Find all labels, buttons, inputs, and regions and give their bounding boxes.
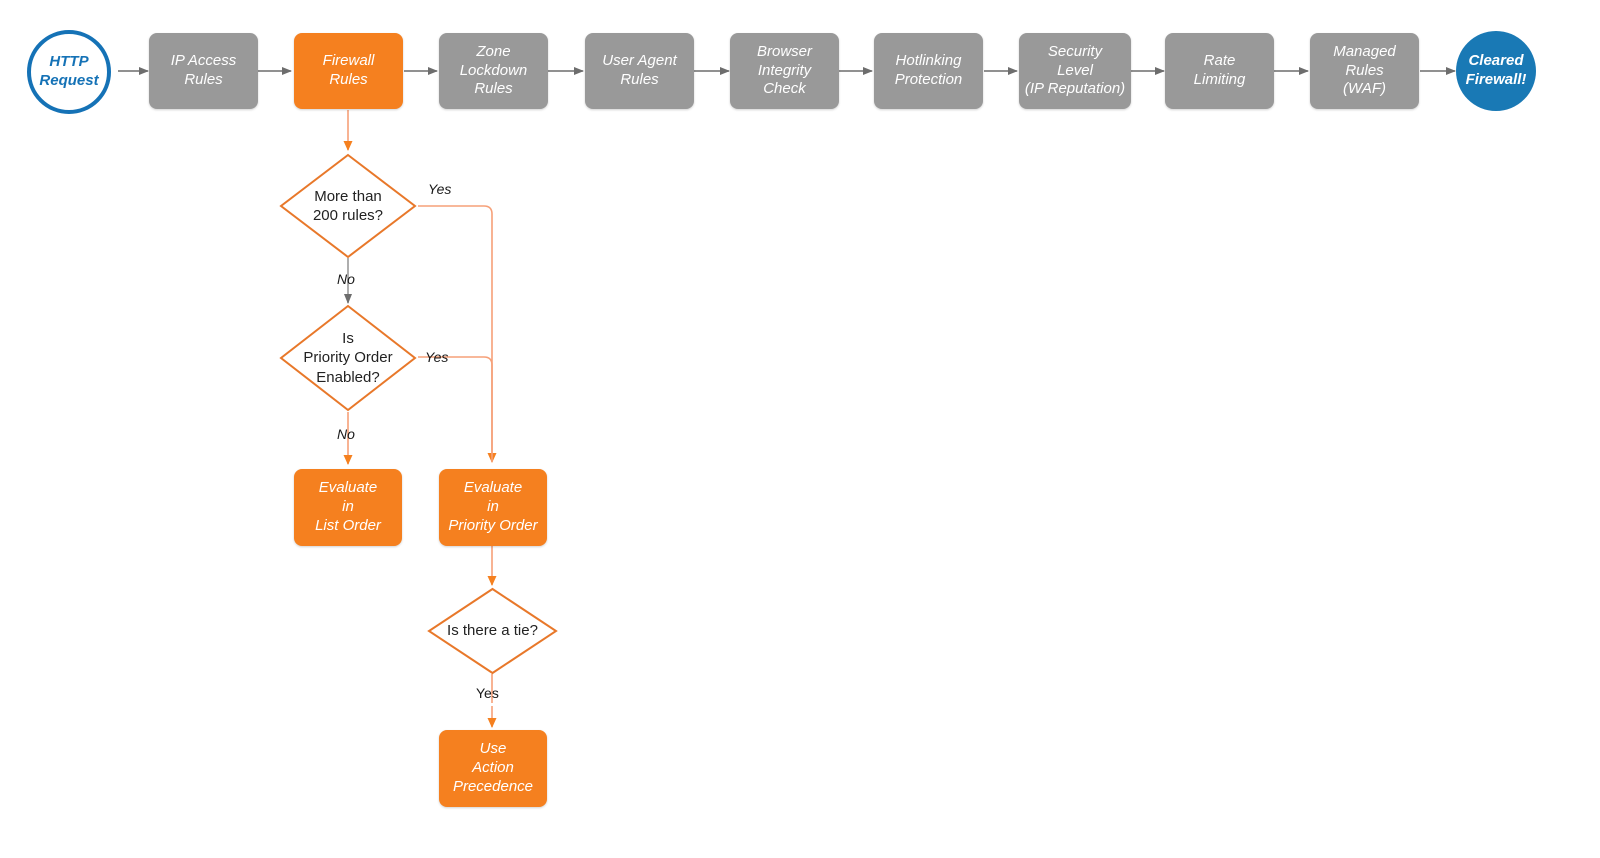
edge-label-d2-yes: Yes bbox=[425, 349, 449, 365]
node-hotlinking-protection[interactable]: Hotlinking Protection bbox=[874, 33, 983, 109]
node-label: Zone Lockdown Rules bbox=[459, 42, 528, 98]
node-label: Firewall Rules bbox=[322, 52, 375, 88]
node-label: Managed Rules (WAF) bbox=[1333, 42, 1396, 98]
node-ip-access-rules[interactable]: IP Access Rules bbox=[149, 33, 258, 109]
node-label: User Agent Rules bbox=[602, 52, 677, 88]
decision-is-there-a-tie[interactable]: Is there a tie? bbox=[427, 587, 558, 675]
diamond-shape bbox=[427, 587, 558, 675]
node-label: Browser Integrity Check bbox=[756, 42, 812, 98]
node-zone-lockdown-rules[interactable]: Zone Lockdown Rules bbox=[439, 33, 548, 109]
diamond-shape bbox=[279, 153, 417, 259]
decision-label: Is Priority Order Enabled? bbox=[303, 330, 393, 386]
node-label: IP Access Rules bbox=[170, 52, 237, 88]
diamond-shape bbox=[279, 304, 417, 412]
node-label: Evaluate in Priority Order bbox=[448, 479, 538, 534]
edge-label-d2-no: No bbox=[337, 426, 355, 442]
node-firewall-rules[interactable]: Firewall Rules bbox=[294, 33, 403, 109]
node-browser-integrity-check[interactable]: Browser Integrity Check bbox=[730, 33, 839, 109]
edge-label-d1-yes: Yes bbox=[428, 181, 452, 197]
decision-more-than-200-rules[interactable]: More than 200 rules? bbox=[278, 152, 418, 260]
node-http-request[interactable]: HTTP Request bbox=[27, 30, 111, 114]
node-evaluate-in-priority-order[interactable]: Evaluate in Priority Order bbox=[439, 469, 547, 546]
node-label: Cleared Firewall! bbox=[1465, 52, 1527, 88]
decision-is-priority-order-enabled[interactable]: Is Priority Order Enabled? bbox=[278, 303, 418, 413]
decision-label: Is there a tie? bbox=[447, 622, 538, 640]
node-label: HTTP Request bbox=[39, 53, 99, 89]
edge-label-d3-yes: Yes bbox=[476, 685, 499, 701]
node-label: Security Level (IP Reputation) bbox=[1024, 42, 1126, 98]
node-user-agent-rules[interactable]: User Agent Rules bbox=[585, 33, 694, 109]
node-cleared-firewall[interactable]: Cleared Firewall! bbox=[1456, 31, 1536, 111]
decision-label: More than 200 rules? bbox=[312, 187, 384, 224]
node-label: Evaluate in List Order bbox=[315, 479, 381, 534]
edge-d1-yes bbox=[418, 205, 497, 463]
node-label: Hotlinking Protection bbox=[894, 52, 963, 88]
node-managed-rules-waf[interactable]: Managed Rules (WAF) bbox=[1310, 33, 1419, 109]
node-label: Rate Limiting bbox=[1193, 52, 1246, 88]
edge-d2-yes bbox=[418, 356, 493, 462]
node-security-level[interactable]: Security Level (IP Reputation) bbox=[1019, 33, 1131, 109]
node-use-action-precedence[interactable]: Use Action Precedence bbox=[439, 730, 547, 807]
edge-label-d1-no: No bbox=[337, 271, 355, 287]
node-rate-limiting[interactable]: Rate Limiting bbox=[1165, 33, 1274, 109]
node-label: Use Action Precedence bbox=[452, 740, 534, 795]
node-evaluate-in-list-order[interactable]: Evaluate in List Order bbox=[294, 469, 402, 546]
